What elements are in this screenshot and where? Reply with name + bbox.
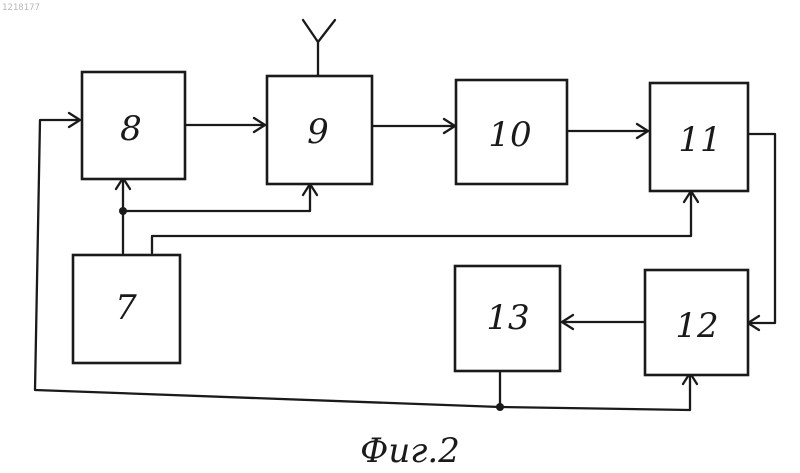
wire-7-to-11 [152, 193, 691, 253]
block-13-label: 13 [486, 298, 529, 338]
block-7: 7 [73, 255, 180, 363]
junction-dot [496, 403, 504, 411]
block-10: 10 [456, 80, 567, 184]
wire-7-to-9 [123, 186, 310, 211]
block-11: 11 [650, 83, 748, 191]
block-12: 12 [645, 270, 748, 375]
figure-caption: Фиг.2 [360, 431, 460, 471]
antenna-icon [303, 20, 335, 76]
block-9-label: 9 [307, 112, 329, 152]
block-11-label: 11 [678, 120, 721, 160]
document-stamp: 1218177 [2, 3, 40, 13]
block-13: 13 [455, 266, 560, 371]
block-8: 8 [82, 72, 185, 179]
block-8-label: 8 [120, 109, 142, 149]
block-7-label: 7 [115, 288, 137, 328]
junction-dot [119, 207, 127, 215]
wire-13-to-12 [500, 375, 690, 410]
block-12-label: 12 [675, 306, 718, 346]
block-10-label: 10 [488, 115, 531, 155]
wire-11-to-12 [748, 134, 775, 323]
block-9: 9 [267, 76, 372, 184]
